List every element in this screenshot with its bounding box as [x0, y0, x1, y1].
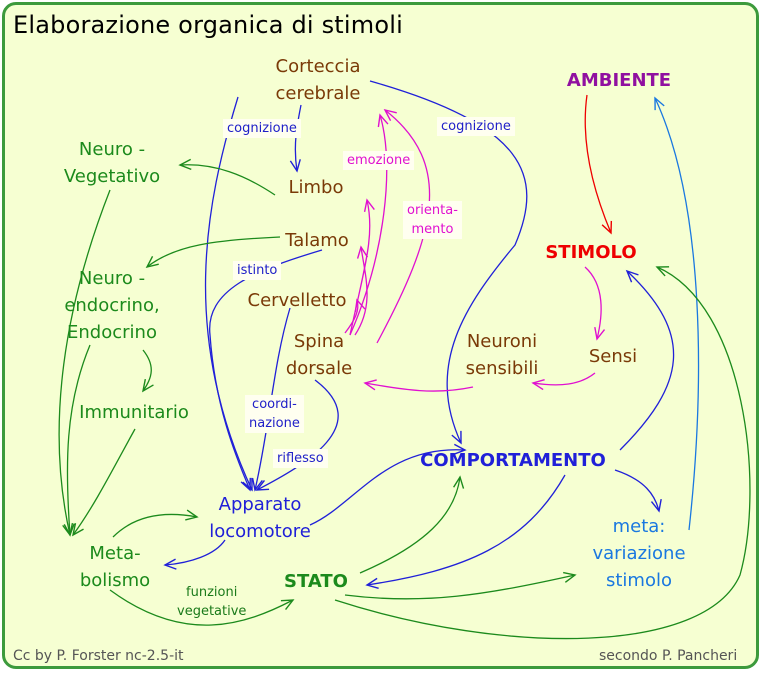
- node-ambiente: AMBIENTE: [566, 70, 672, 91]
- label-coordinazione-line2: nazione: [249, 416, 300, 431]
- node-metavar-line2: variazione: [592, 543, 686, 564]
- node-sensi: Sensi: [588, 346, 638, 367]
- edge-ambiente-stimolo: [584, 94, 613, 235]
- node-corteccia-line2: cerebrale: [275, 83, 361, 104]
- label-orientamento: orienta- mento: [403, 201, 462, 239]
- node-meta-variazione-stimolo: meta: variazione stimolo: [585, 513, 693, 594]
- edge-neuroni-spina: [363, 379, 474, 392]
- edge-talamo-neuroendocrino: [145, 236, 281, 269]
- edge-immunitario-metabolismo: [71, 428, 136, 537]
- edge-spina-talamo: [354, 245, 369, 336]
- label-cognizione-right: cognizione: [437, 117, 515, 136]
- node-comportamento: COMPORTAMENTO: [420, 450, 606, 471]
- edge-corteccia-apparato: [204, 96, 253, 492]
- edge-comportamento-stato: [365, 474, 566, 589]
- edge-comportamento-metavar: [614, 469, 662, 513]
- node-talamo: Talamo: [285, 230, 349, 251]
- node-neuroni-line1: Neuroni: [466, 331, 538, 352]
- node-apparato-line1: Apparato: [218, 494, 302, 515]
- node-immunitario: Immunitario: [79, 402, 189, 423]
- node-corteccia-line1: Corteccia: [275, 56, 361, 77]
- edge-spina-corteccia-emozione: [349, 113, 389, 336]
- node-metabolismo: Meta- bolismo: [75, 540, 155, 594]
- node-spina-dorsale: Spina dorsale: [281, 328, 357, 382]
- edge-metabolismo-stato: [109, 589, 295, 626]
- edge-stato-stimolo: [334, 266, 751, 640]
- label-istinto: istinto: [233, 261, 282, 280]
- arrows-layer: [58, 80, 751, 640]
- node-apparato-line2: locomotore: [209, 521, 311, 542]
- node-neuroendocrino-line1: Neuro -: [78, 268, 146, 289]
- node-stato: STATO: [284, 571, 348, 592]
- label-funzioni-vegetative: funzioni vegetative: [173, 583, 250, 621]
- footer-source: secondo P. Pancheri: [599, 648, 738, 664]
- node-cervelletto: Cervelletto: [247, 290, 347, 311]
- label-riflesso: riflesso: [273, 449, 328, 468]
- node-metabolismo-line2: bolismo: [79, 570, 151, 591]
- edge-stato-metavar: [344, 571, 577, 600]
- node-corteccia-cerebrale: Corteccia cerebrale: [263, 53, 373, 107]
- label-cognizione-left: cognizione: [223, 119, 301, 138]
- node-neuroni-line2: sensibili: [465, 358, 539, 379]
- edge-metavar-ambiente: [654, 96, 700, 531]
- edge-stato-comportamento: [359, 475, 465, 574]
- label-funzioni-line2: vegetative: [177, 604, 247, 619]
- node-neuroni-sensibili: Neuroni sensibili: [457, 328, 547, 382]
- edge-spina-limbo: [349, 198, 375, 336]
- concept-map-canvas: Elaborazione organica di stimoli Cortecc…: [2, 2, 759, 669]
- label-orientamento-line1: orienta-: [407, 203, 458, 218]
- node-spina-line1: Spina: [293, 331, 345, 352]
- node-metavar-line1: meta:: [612, 516, 666, 537]
- node-metabolismo-line1: Meta-: [89, 543, 141, 564]
- edge-metabolismo-apparato: [112, 509, 199, 538]
- label-coordinazione-line1: coordi-: [252, 397, 297, 412]
- node-limbo: Limbo: [288, 177, 344, 198]
- label-funzioni-line1: funzioni: [186, 585, 238, 600]
- edge-comportamento-stimolo: [619, 269, 675, 451]
- label-emozione: emozione: [343, 151, 415, 170]
- page-title: Elaborazione organica di stimoli: [13, 11, 403, 39]
- node-apparato-locomotore: Apparato locomotore: [201, 491, 319, 545]
- edge-limbo-neurovegetativo: [178, 158, 276, 196]
- node-neuro-endocrino: Neuro - endocrino, Endocrino: [57, 265, 167, 346]
- node-neuroendocrino-line2: endocrino,: [64, 295, 160, 316]
- node-neurovegetativo-line2: Vegetativo: [63, 166, 161, 187]
- node-stimolo: STIMOLO: [545, 242, 637, 263]
- node-spina-line2: dorsale: [285, 358, 353, 379]
- node-metavar-line3: stimolo: [606, 570, 672, 591]
- edge-stimolo-sensi: [584, 266, 606, 341]
- edge-spina-apparato: [255, 379, 339, 491]
- node-neuroendocrino-line3: Endocrino: [67, 322, 157, 343]
- node-neuro-vegetativo: Neuro - Vegetativo: [57, 136, 167, 190]
- edge-neurovegetativo-metabolismo: [58, 189, 111, 537]
- label-orientamento-line2: mento: [411, 222, 454, 237]
- edge-neuroendocrino-metabolismo: [63, 344, 91, 537]
- label-coordinazione: coordi- nazione: [245, 395, 304, 433]
- edge-apparato-metabolismo: [163, 539, 226, 570]
- footer-license: Cc by P. Forster nc-2.5-it: [13, 648, 184, 664]
- edge-sensi-neuroni: [531, 372, 596, 391]
- edge-neuroendocrino-immunitario: [142, 349, 154, 393]
- node-neurovegetativo-line1: Neuro -: [78, 139, 146, 160]
- edge-apparato-comportamento: [309, 443, 467, 526]
- edge-corteccia-limbo: [289, 104, 302, 173]
